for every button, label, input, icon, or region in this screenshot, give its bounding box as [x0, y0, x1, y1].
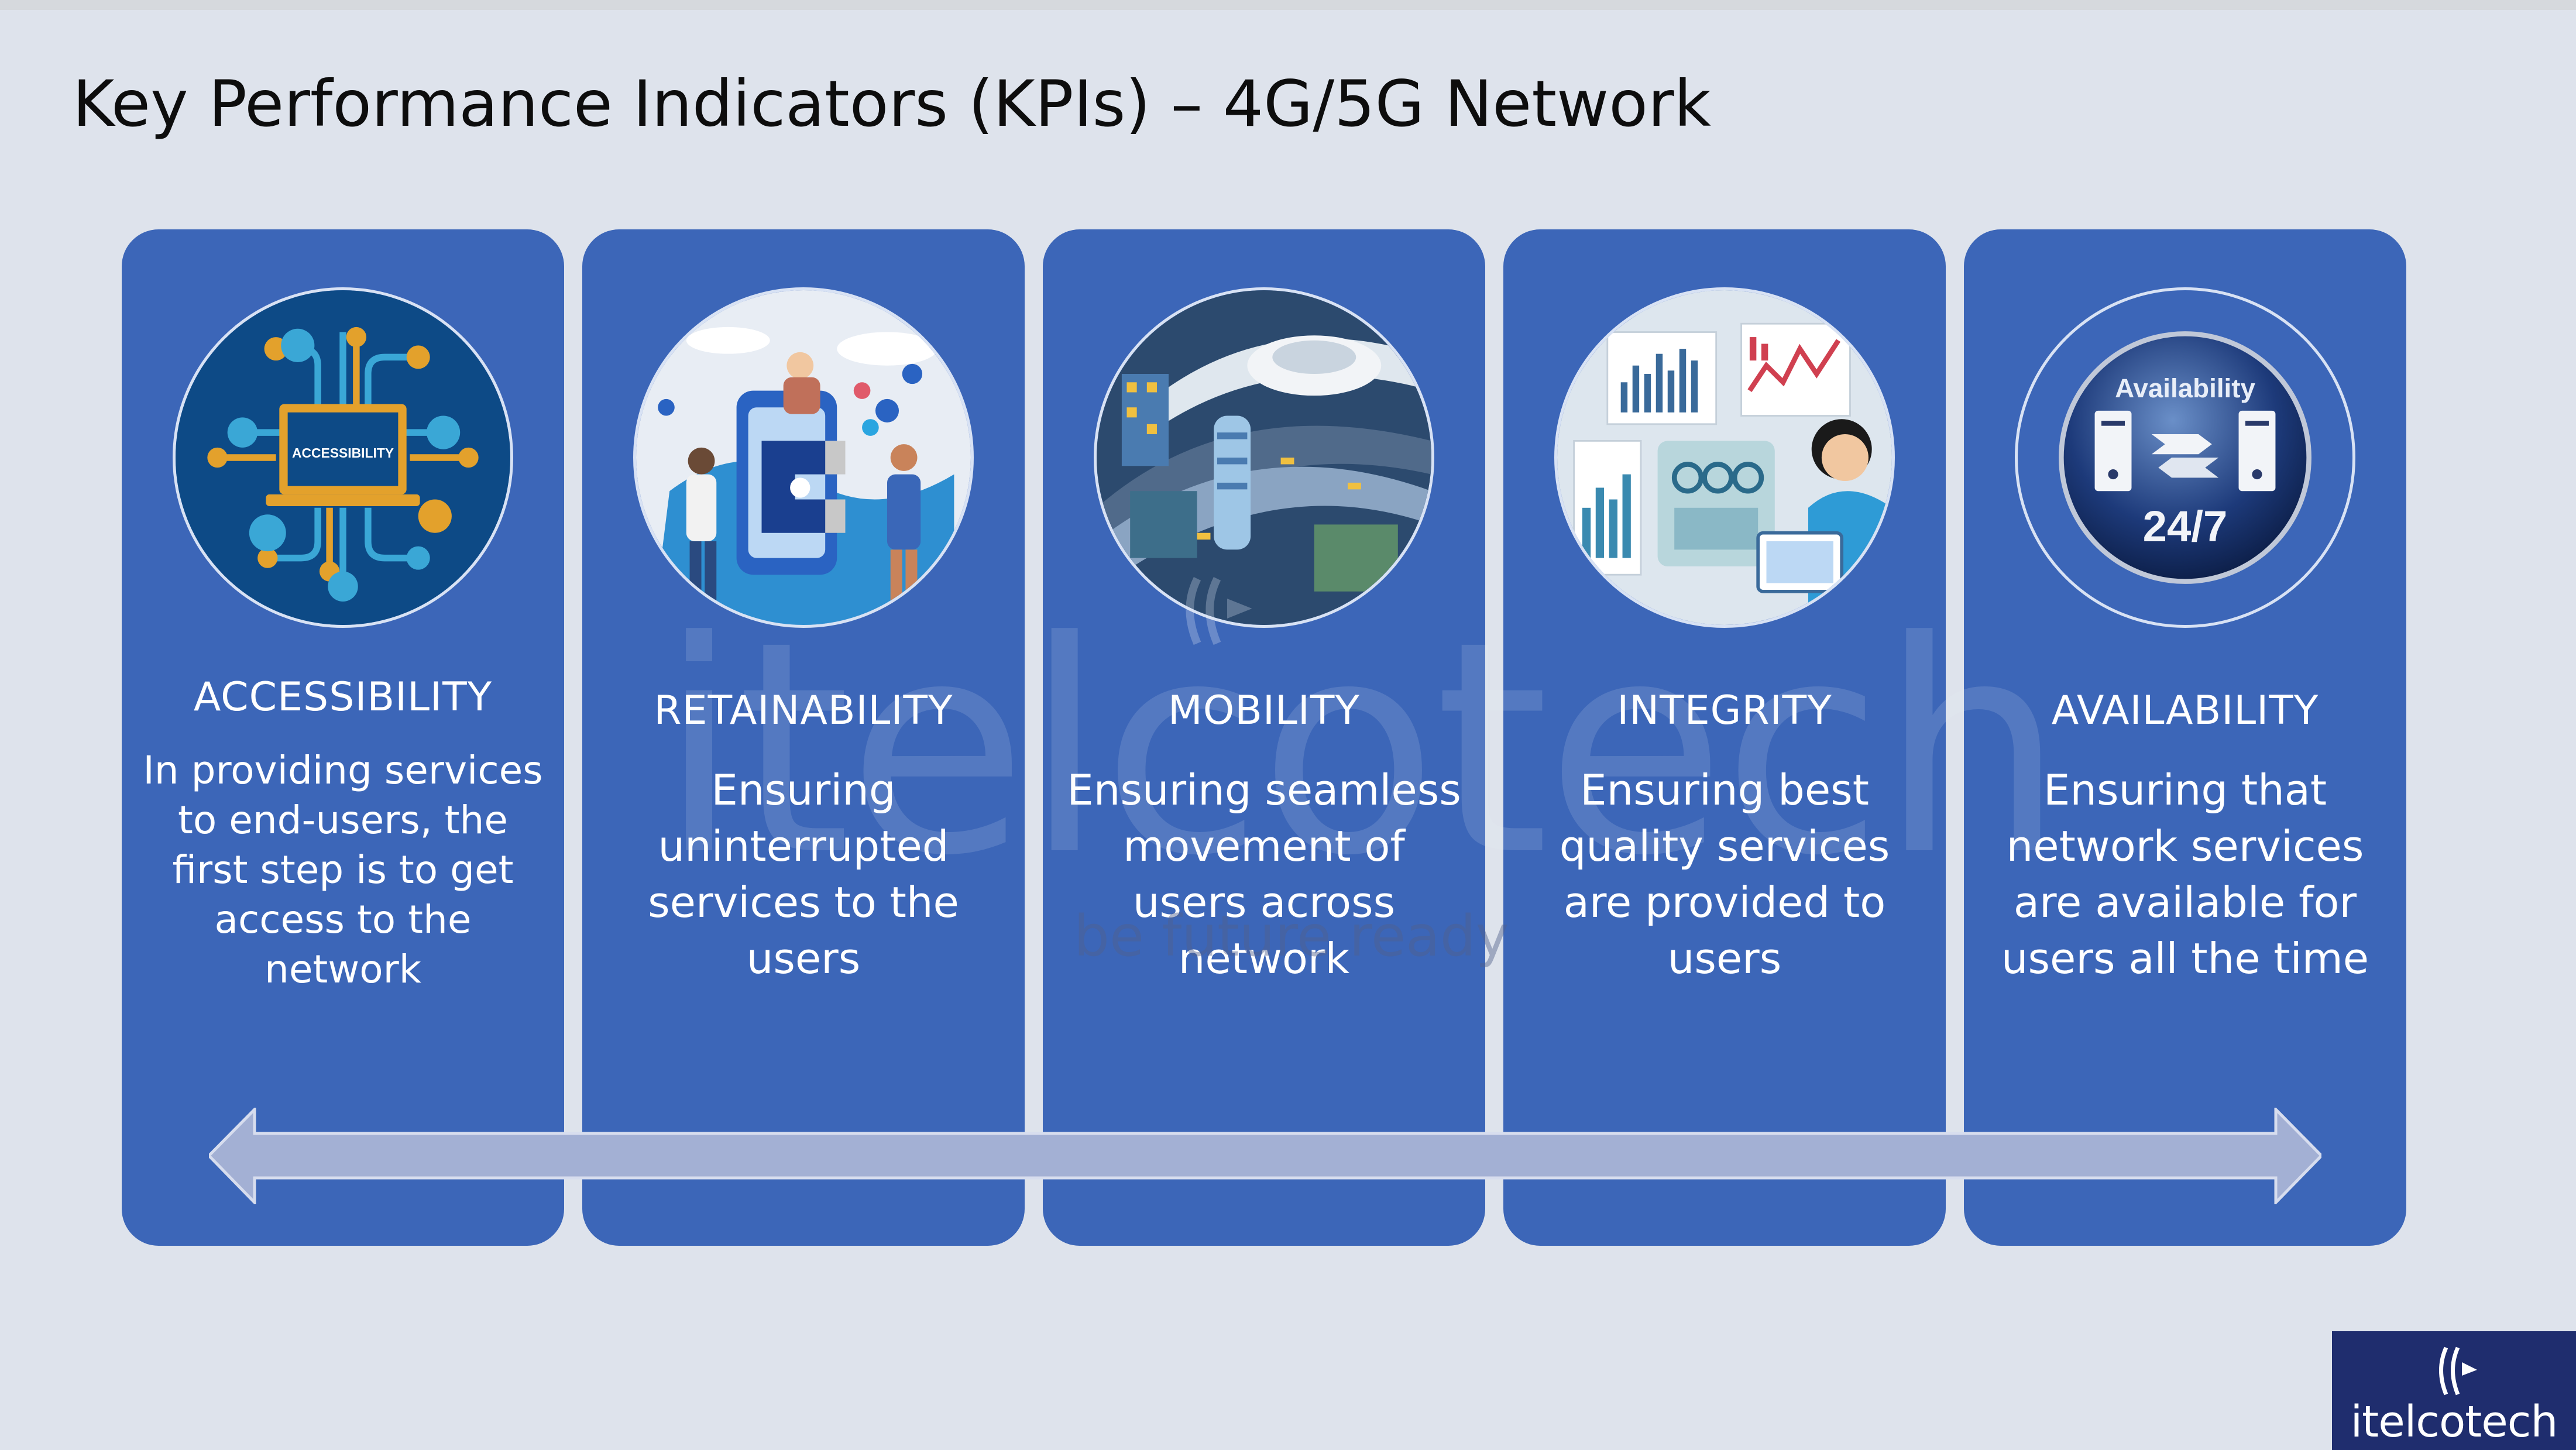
kpi-title: MOBILITY	[1168, 688, 1360, 734]
kpi-card-availability: Availability 24/7 AVAILABILITY Ensuring …	[1964, 229, 2406, 1246]
kpi-title: RETAINABILITY	[654, 688, 953, 734]
kpi-card-accessibility: ACCESSIBILITY ACCESSIBILITY In providing…	[122, 229, 564, 1246]
analytics-dashboard-icon	[1554, 287, 1895, 628]
smart-city-icon	[1094, 287, 1434, 628]
svg-text:Availability: Availability	[2115, 373, 2255, 403]
availability-illustration: Availability 24/7	[2059, 331, 2311, 584]
kpi-description: Ensuring best quality services are provi…	[1559, 765, 1890, 983]
company-logo: itelcotech	[2332, 1331, 2576, 1450]
kpi-description: In providing services to end-users, the …	[143, 748, 543, 992]
kpi-title: AVAILABILITY	[2051, 688, 2319, 734]
kpi-description: Ensuring seamless movement of users acro…	[1067, 765, 1461, 983]
kpi-card-retainability: RETAINABILITY Ensuring uninterrupted ser…	[582, 229, 1025, 1246]
retainability-illustration	[636, 290, 971, 625]
kpi-card-mobility: MOBILITY Ensuring seamless movement of u…	[1043, 229, 1485, 1246]
mobility-illustration	[1097, 290, 1431, 625]
svg-text:24/7: 24/7	[2143, 502, 2228, 551]
kpi-title: INTEGRITY	[1617, 688, 1832, 734]
accessibility-illustration: ACCESSIBILITY	[176, 290, 510, 625]
availability-server-icon: Availability 24/7	[2015, 287, 2355, 628]
retention-magnet-icon	[633, 287, 974, 628]
integrity-illustration	[1557, 290, 1892, 625]
double-headed-arrow-icon	[209, 1108, 2321, 1204]
accessibility-laptop-icon: ACCESSIBILITY	[173, 287, 513, 628]
kpi-card-integrity: INTEGRITY Ensuring best quality services…	[1503, 229, 1946, 1246]
kpi-description: Ensuring uninterrupted services to the u…	[648, 765, 959, 983]
kpi-description: Ensuring that network services are avail…	[2001, 765, 2369, 983]
slide-title: Key Performance Indicators (KPIs) – 4G/5…	[73, 67, 1711, 141]
kpi-title: ACCESSIBILITY	[193, 674, 493, 720]
logo-text: itelcotech	[2350, 1397, 2558, 1447]
svg-text:ACCESSIBILITY: ACCESSIBILITY	[292, 445, 394, 461]
top-strip	[0, 0, 2576, 10]
logo-mark-icon	[2439, 1346, 2477, 1396]
